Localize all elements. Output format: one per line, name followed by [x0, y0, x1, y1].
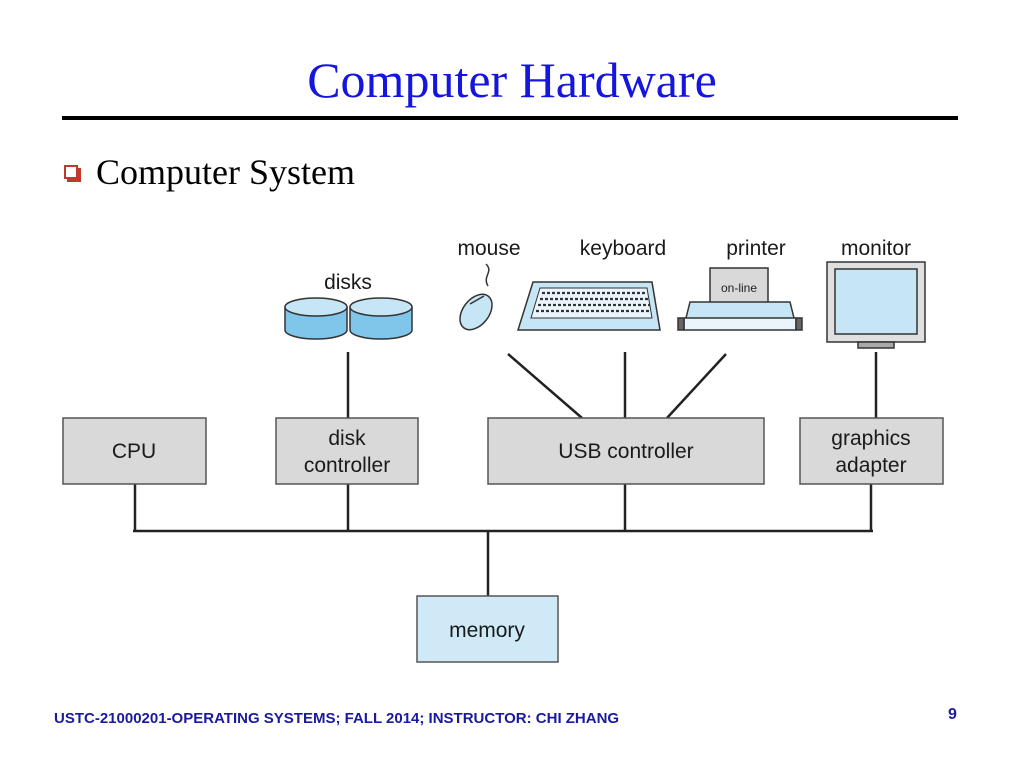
- title-divider: [62, 116, 958, 120]
- bus-lines: [133, 352, 878, 596]
- disk-controller-box: disk controller: [275, 417, 419, 485]
- bullet-item: Computer System: [64, 154, 355, 190]
- graphics-adapter-label-line1: graphics: [831, 427, 910, 450]
- page-number: 9: [948, 706, 957, 723]
- memory-box: memory: [416, 595, 559, 663]
- mouse-link: [507, 353, 583, 419]
- printer-label: printer: [726, 237, 786, 260]
- usb-controller-box: USB controller: [487, 417, 765, 485]
- checkbox-bullet-icon: [64, 165, 81, 182]
- usb-controller-label: USB controller: [558, 440, 693, 463]
- bullet-text: Computer System: [96, 152, 355, 192]
- printer-icon: on-line: [677, 267, 803, 331]
- graphics-adapter-label-line2: adapter: [835, 454, 906, 477]
- memory-label: memory: [449, 619, 525, 642]
- cpu-box: CPU: [62, 417, 207, 485]
- printer-link: [666, 353, 727, 419]
- disk-controller-label-line1: disk: [328, 427, 366, 450]
- cpu-label: CPU: [112, 440, 156, 463]
- mouse-icon: [459, 263, 493, 331]
- slide-title: Computer Hardware: [307, 52, 717, 108]
- disks-label: disks: [324, 271, 372, 294]
- disks-icon: [284, 297, 413, 340]
- disk-controller-label-line2: controller: [304, 454, 390, 477]
- monitor-label: monitor: [841, 237, 911, 260]
- mouse-label: mouse: [457, 237, 520, 260]
- graphics-adapter-box: graphics adapter: [799, 417, 944, 485]
- printer-panel-label: on-line: [721, 281, 757, 295]
- footer-course-info: USTC-21000201-OPERATING SYSTEMS; FALL 20…: [54, 710, 620, 727]
- keyboard-icon: [516, 281, 661, 331]
- monitor-icon: [826, 261, 926, 349]
- keyboard-label: keyboard: [580, 237, 666, 260]
